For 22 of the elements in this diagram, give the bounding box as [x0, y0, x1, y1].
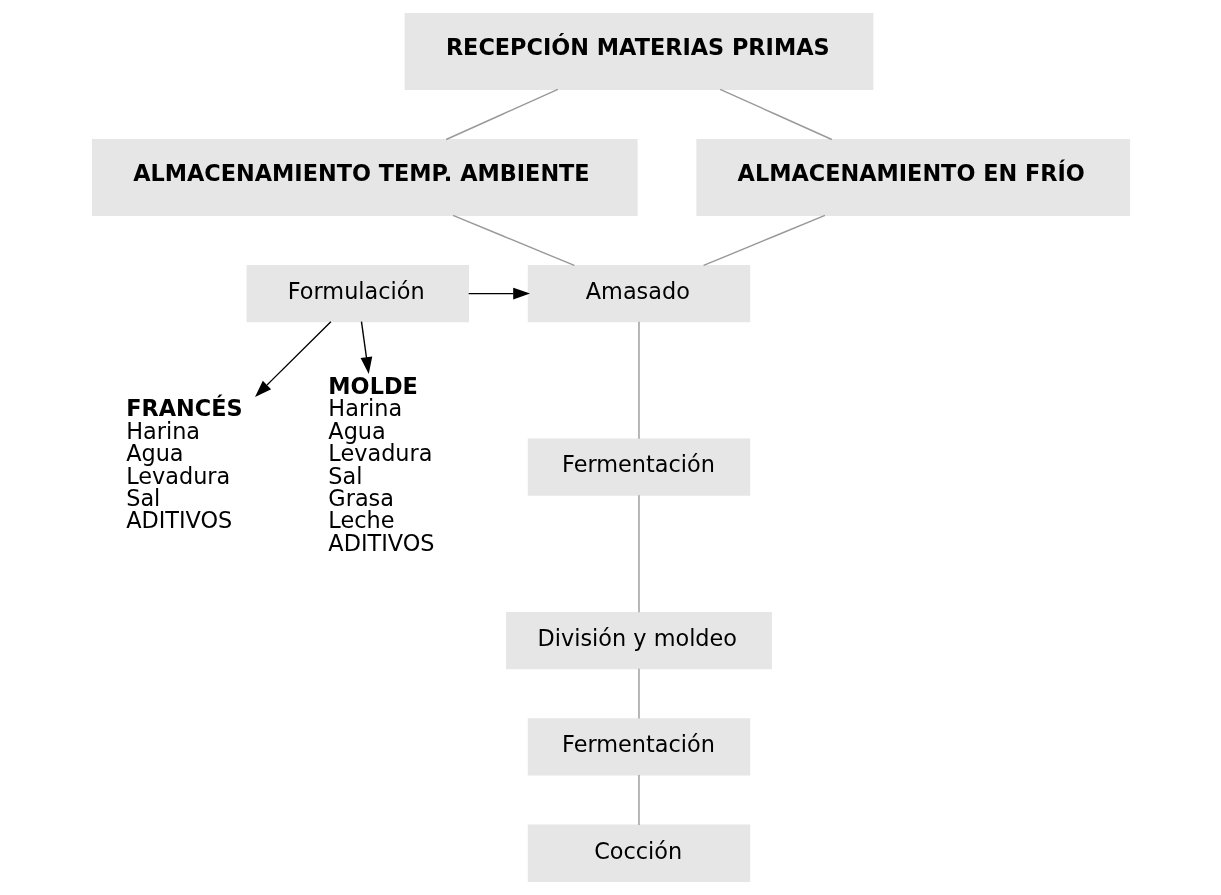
node-box: ALMACENAMIENTO TEMP. AMBIENTE [91, 139, 638, 216]
arrow [360, 320, 372, 374]
node-box: Cocción [527, 824, 750, 882]
arrow [467, 287, 530, 300]
node-box: ALMACENAMIENTO EN FRÍO [695, 139, 1130, 216]
connector [451, 214, 575, 267]
node-box: Amasado [527, 264, 750, 323]
connector [444, 88, 559, 141]
node-text: FRANCÉS Harina Agua Levadura Sal ADITIVOS [125, 395, 243, 534]
node-box: Fermentación [527, 438, 750, 496]
arrow [254, 320, 332, 397]
connector [702, 214, 826, 267]
node-box: División y moldeo [505, 611, 772, 670]
node-text: MOLDE Harina Agua Levadura Sal Grasa Leche ADITIVOS [327, 373, 434, 556]
connector [637, 667, 640, 720]
connector [637, 774, 640, 826]
node-box: RECEPCIÓN MATERIAS PRIMAS [404, 13, 873, 90]
connector [718, 88, 832, 141]
connector [637, 320, 640, 440]
node-box: Fermentación [527, 718, 750, 776]
node-box: Formulación [246, 264, 469, 323]
connector [637, 494, 640, 613]
